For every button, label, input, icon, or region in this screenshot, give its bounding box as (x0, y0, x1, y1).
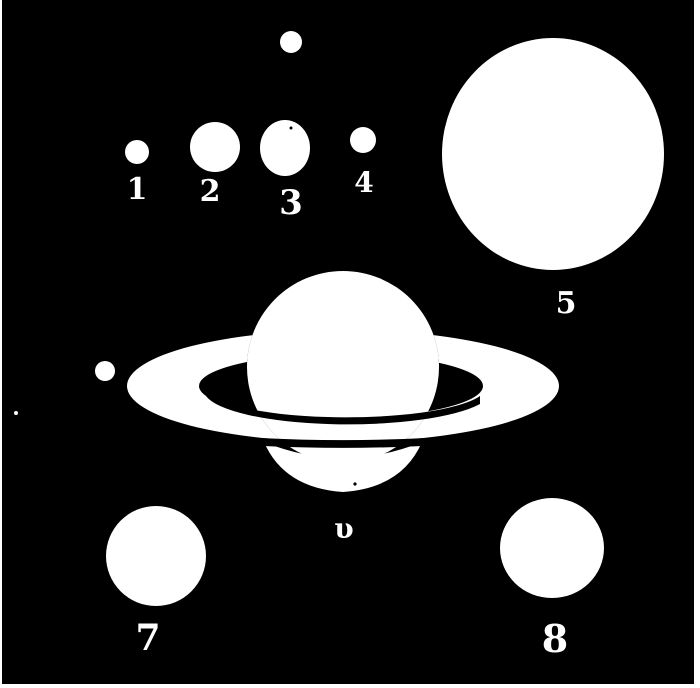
label-7: 7 (135, 617, 160, 659)
moon-top (280, 31, 302, 53)
label-1: 1 (127, 172, 148, 207)
label-6: υ (334, 512, 353, 545)
planet-2 (190, 122, 240, 172)
planet-1 (125, 140, 149, 164)
moon-left (95, 361, 115, 381)
label-4: 4 (354, 166, 373, 199)
planet-5 (442, 38, 664, 270)
label-3: 3 (279, 183, 303, 223)
planet-3-spot (290, 127, 293, 130)
speck-1 (14, 411, 18, 415)
planet-3 (260, 120, 310, 176)
planet-4 (350, 127, 376, 153)
label-5: 5 (556, 286, 577, 321)
label-8: 8 (542, 616, 568, 661)
label-2: 2 (200, 174, 221, 209)
planet-7 (106, 506, 206, 606)
planet-6-ringed (126, 271, 559, 492)
planet-8 (500, 498, 604, 598)
